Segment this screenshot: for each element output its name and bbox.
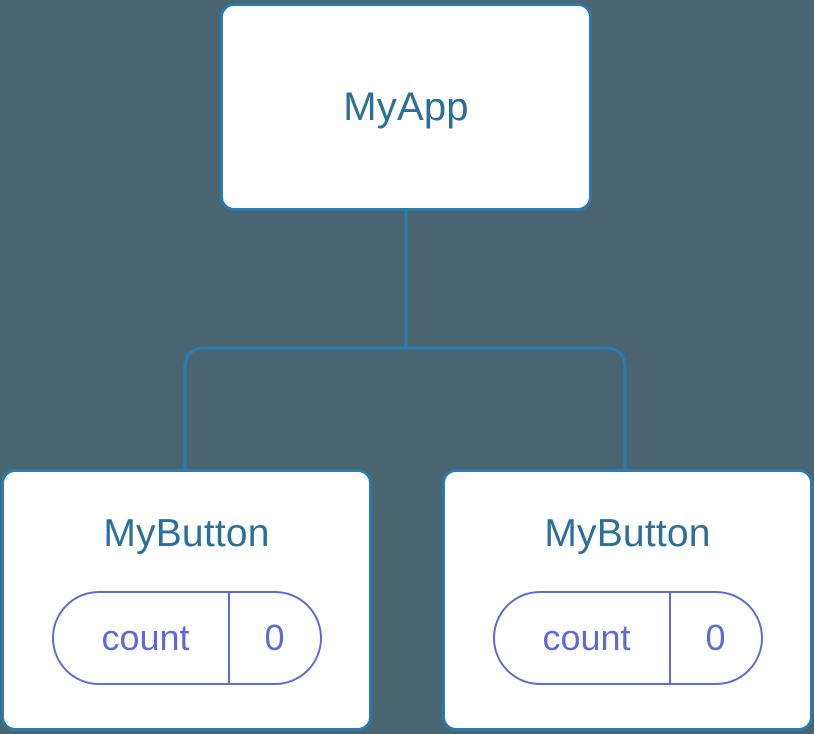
state-value: 0 [227,593,320,683]
edge-to-child-right [406,346,627,470]
node-myapp[interactable]: MyApp [220,3,592,211]
state-value: 0 [668,593,761,683]
state-key: count [101,617,190,658]
node-mybutton-right[interactable]: MyButton count 0 [442,469,813,731]
node-title: MyButton [544,512,711,555]
state-pill[interactable]: count 0 [492,591,763,685]
state-key: count [542,617,631,658]
node-mybutton-left[interactable]: MyButton count 0 [1,469,372,731]
state-pill[interactable]: count 0 [51,591,322,685]
edge-to-child-left [183,346,406,470]
node-title: MyButton [103,512,270,555]
node-title: MyApp [343,85,469,129]
